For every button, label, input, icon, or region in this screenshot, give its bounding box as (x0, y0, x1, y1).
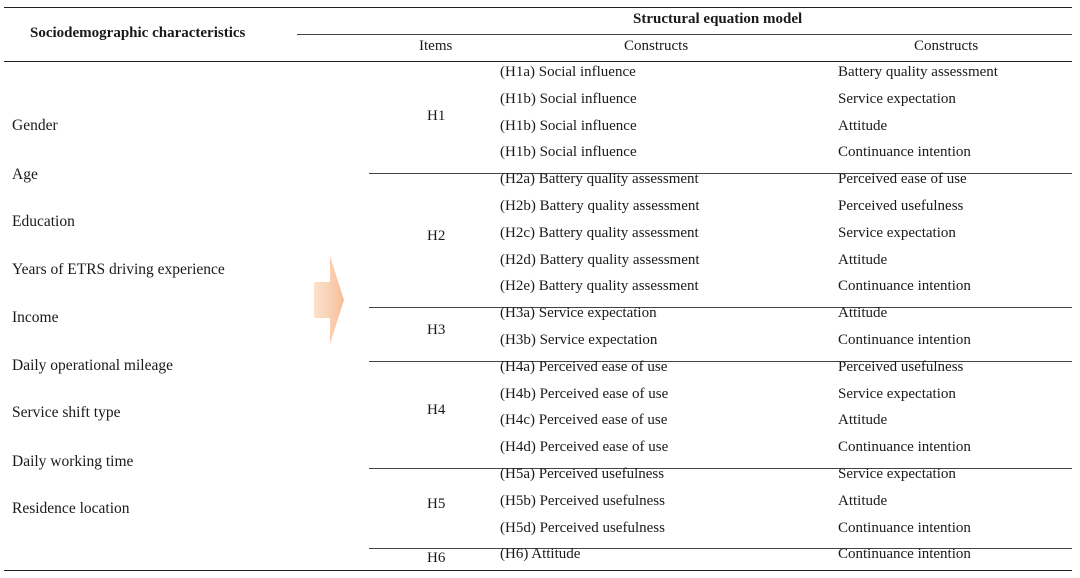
construct-to: Continuance intention (838, 519, 971, 536)
construct-to: Perceived ease of use (838, 171, 967, 188)
hypothesis-item: H6 (427, 549, 446, 566)
characteristic-driving-experience: Years of ETRS driving experience (12, 261, 225, 278)
arrow-shape (314, 256, 344, 344)
characteristic-residence: Residence location (12, 500, 130, 517)
group-separator (369, 360, 1072, 362)
hypothesis-item: H3 (427, 322, 446, 338)
group-separator (369, 307, 1072, 309)
construct-from: (H2a) Battery quality assessment (500, 171, 699, 188)
construct-to: Service expectation (838, 224, 956, 241)
construct-to: Attitude (838, 305, 888, 322)
construct-to: Service expectation (838, 90, 956, 107)
construct-from: (H3b) Service expectation (500, 332, 658, 348)
construct-to: Continuance intention (838, 332, 971, 348)
hypothesis-item: H4 (427, 402, 446, 419)
hypothesis-item: H5 (427, 496, 446, 513)
construct-from: (H3a) Service expectation (500, 305, 657, 322)
construct-to: Service expectation (838, 385, 956, 402)
construct-from: (H6) Attitude (500, 546, 581, 563)
construct-from: (H5a) Perceived usefulness (500, 466, 665, 482)
construct-from: (H4c) Perceived ease of use (500, 412, 668, 429)
characteristic-age: Age (12, 166, 38, 183)
right-arrow-icon (314, 256, 344, 344)
bottom-rule (4, 570, 1072, 571)
top-rule (4, 7, 1072, 8)
group-separator (369, 548, 1072, 550)
construct-to: Service expectation (838, 466, 956, 482)
construct-from: (H2e) Battery quality assessment (500, 278, 699, 295)
construct-from: (H1b) Social influence (500, 117, 637, 134)
sociodemographic-header: Sociodemographic characteristics (30, 25, 246, 41)
constructs-column-header-2: Constructs (914, 38, 979, 54)
construct-from: (H1b) Social influence (500, 90, 637, 107)
hypothesis-item: H2 (427, 228, 446, 245)
construct-from: (H2b) Battery quality assessment (500, 198, 700, 214)
construct-from: (H1a) Social influence (500, 64, 636, 80)
construct-from: (H5b) Perceived usefulness (500, 492, 665, 509)
construct-to: Attitude (838, 251, 888, 268)
construct-from: (H4d) Perceived ease of use (500, 439, 669, 456)
group-separator (369, 173, 1072, 175)
construct-from: (H4b) Perceived ease of use (500, 385, 669, 402)
construct-from: (H5d) Perceived usefulness (500, 519, 665, 536)
construct-to: Perceived usefulness (838, 358, 964, 375)
sem-header-rule (297, 34, 1072, 35)
construct-from: (H2d) Battery quality assessment (500, 251, 700, 268)
construct-to: Attitude (838, 492, 888, 509)
characteristic-gender: Gender (12, 117, 58, 134)
construct-to: Attitude (838, 117, 888, 134)
characteristic-income: Income (12, 309, 59, 326)
construct-to: Battery quality assessment (838, 64, 998, 80)
construct-to: Attitude (838, 412, 888, 429)
characteristic-shift-type: Service shift type (12, 404, 121, 421)
construct-to: Continuance intention (838, 278, 971, 295)
construct-from: (H4a) Perceived ease of use (500, 358, 668, 375)
items-column-header: Items (419, 38, 453, 54)
construct-to: Perceived usefulness (838, 198, 964, 214)
sem-header: Structural equation model (633, 11, 803, 27)
constructs-column-header-1: Constructs (624, 38, 689, 54)
group-separator (369, 468, 1072, 469)
construct-to: Continuance intention (838, 144, 971, 161)
hypothesis-item: H1 (427, 107, 446, 124)
characteristic-daily-mileage: Daily operational mileage (12, 357, 173, 374)
construct-from: (H2c) Battery quality assessment (500, 224, 699, 241)
construct-to: Continuance intention (838, 546, 971, 563)
construct-to: Continuance intention (838, 439, 971, 456)
characteristic-education: Education (12, 213, 75, 230)
header-bottom-rule (4, 61, 1072, 62)
characteristic-working-time: Daily working time (12, 453, 134, 470)
construct-from: (H1b) Social influence (500, 144, 637, 161)
